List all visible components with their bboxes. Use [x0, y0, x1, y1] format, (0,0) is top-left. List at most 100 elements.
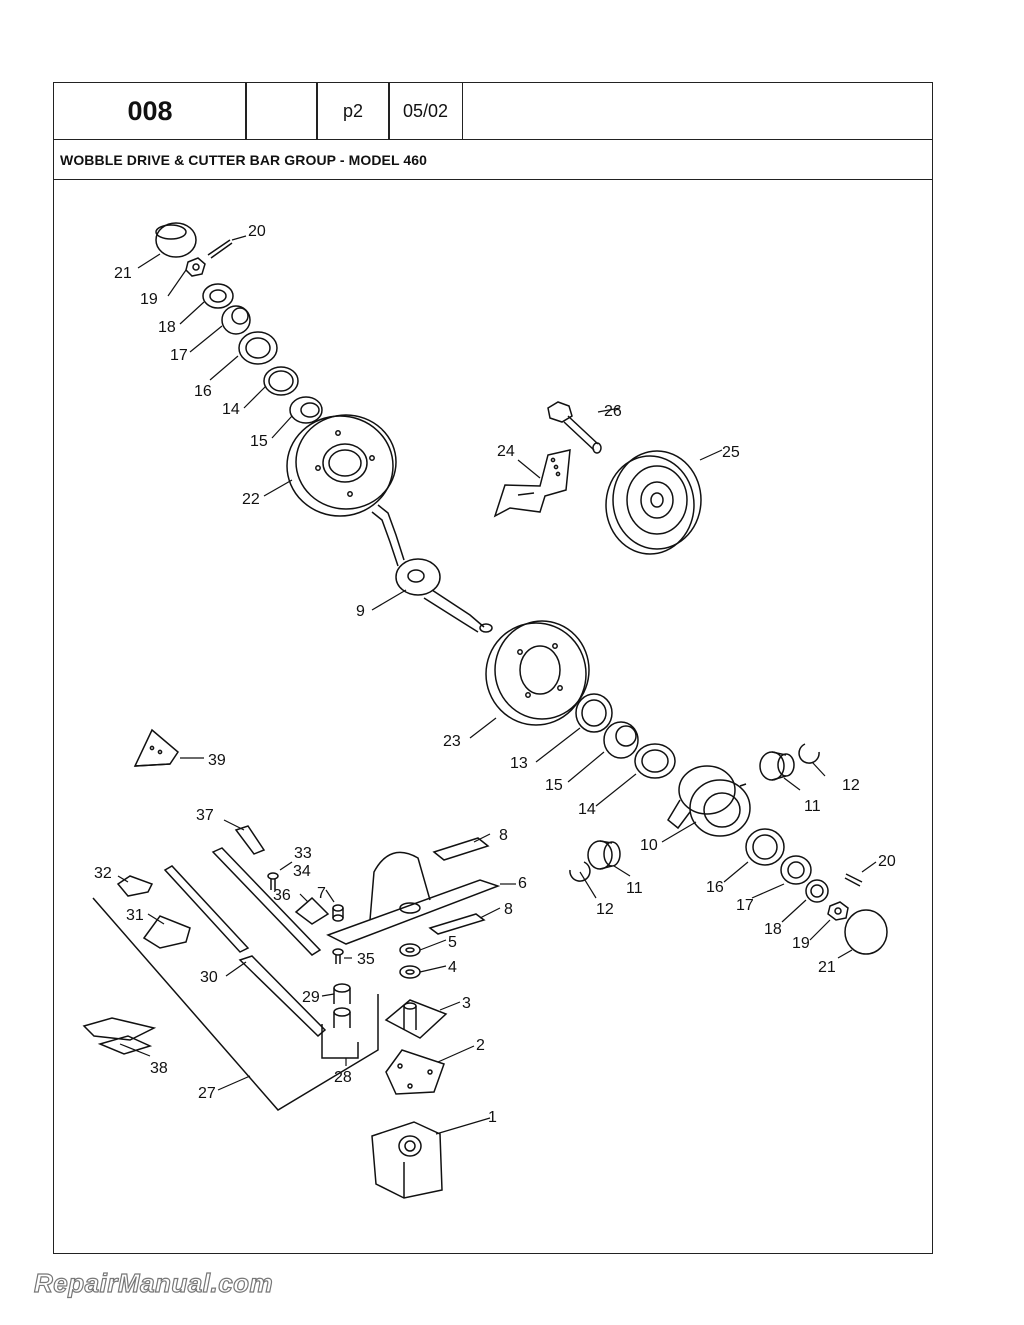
bushing-29	[333, 983, 351, 1004]
seal-14-upper	[263, 366, 299, 396]
cotter-pin-20-lower	[844, 873, 863, 887]
pitman-yoke-6	[326, 851, 501, 945]
cutter-bar-27	[92, 897, 379, 1111]
callout-16-lower: 16	[706, 879, 724, 896]
snap-ring-12-lower	[569, 861, 591, 882]
washer-4	[399, 965, 421, 979]
bolt-35	[332, 948, 344, 964]
cap-21-lower	[844, 909, 888, 955]
callout-8-upper: 8	[499, 827, 508, 844]
callout-3: 3	[462, 995, 471, 1012]
bolt-34	[267, 872, 279, 890]
shim-8-upper	[432, 837, 490, 861]
callout-12-upper: 12	[842, 777, 860, 794]
knife-head-32	[116, 875, 154, 897]
carriage-bolt-26	[547, 401, 602, 454]
callout-17-lower: 17	[736, 897, 754, 914]
callout-19-lower: 19	[792, 935, 810, 952]
callout-12-lower: 12	[596, 901, 614, 918]
bearing-cup-18-lower	[805, 879, 829, 903]
wobble-shaft-9	[371, 504, 493, 633]
wear-plate-31	[142, 915, 191, 949]
cap-21-upper	[155, 222, 197, 258]
callout-26: 26	[604, 403, 622, 420]
bushing-11-lower	[587, 840, 621, 870]
bearing-cup-13	[575, 693, 613, 733]
leader-lines	[117, 235, 877, 1135]
callout-24: 24	[497, 443, 515, 460]
nut-19-upper	[185, 257, 206, 277]
callout-18-lower: 18	[764, 921, 782, 938]
washer-5	[399, 943, 421, 957]
callout-30: 30	[200, 969, 218, 986]
callout-22: 22	[242, 491, 260, 508]
callout-14-lower: 14	[578, 801, 596, 818]
wobble-plate-23	[485, 620, 590, 726]
shim-8-lower	[428, 913, 486, 935]
callout-20-upper: 20	[248, 223, 266, 240]
pin-7	[332, 904, 344, 922]
wobble-housing-10	[667, 765, 751, 837]
pulley-25	[605, 450, 702, 555]
callout-35: 35	[357, 951, 375, 968]
bracket-28-frame	[321, 1024, 359, 1059]
callout-18-upper: 18	[158, 319, 176, 336]
bearing-cone-17-lower	[780, 855, 812, 885]
callout-6: 6	[518, 875, 527, 892]
callout-7: 7	[317, 885, 326, 902]
wobble-plate-22	[286, 414, 397, 517]
snap-ring-12-upper	[798, 743, 820, 764]
callout-36: 36	[273, 887, 291, 904]
callout-8-lower: 8	[504, 901, 513, 918]
diagram-frame	[53, 82, 933, 1254]
mounting-bracket-1	[371, 1121, 443, 1199]
callout-21-upper: 21	[114, 265, 132, 282]
callout-21-lower: 21	[818, 959, 836, 976]
bearing-cone-17-upper	[221, 305, 251, 335]
callout-2: 2	[476, 1037, 485, 1054]
knife-section-39	[133, 728, 179, 767]
callout-38: 38	[150, 1060, 168, 1077]
callout-25: 25	[722, 444, 740, 461]
callout-29: 29	[302, 989, 320, 1006]
bearing-cup-16-lower	[745, 828, 785, 866]
guard-38	[82, 1017, 157, 1055]
callout-9: 9	[356, 603, 365, 620]
plate-36	[294, 896, 330, 925]
callout-15-lower: 15	[545, 777, 563, 794]
callout-14-upper: 14	[222, 401, 240, 418]
callout-33: 33	[294, 845, 312, 862]
bearing-cone-15-upper	[289, 396, 323, 424]
callout-15-upper: 15	[250, 433, 268, 450]
callout-10: 10	[640, 837, 658, 854]
callout-37: 37	[196, 807, 214, 824]
bushing-11-upper	[759, 751, 795, 781]
callout-31: 31	[126, 907, 144, 924]
callout-27: 27	[198, 1085, 216, 1102]
callout-5: 5	[448, 934, 457, 951]
callout-13: 13	[510, 755, 528, 772]
callout-1: 1	[488, 1109, 497, 1126]
callout-20-lower: 20	[878, 853, 896, 870]
bushing-28	[333, 1007, 351, 1028]
callout-32: 32	[94, 865, 112, 882]
callout-34: 34	[293, 863, 311, 880]
cotter-pin-20-upper	[207, 239, 233, 259]
clip-37	[234, 825, 266, 855]
bracket-24	[493, 449, 571, 518]
bearing-cone-15-lower	[603, 721, 639, 759]
callout-11-lower: 11	[626, 880, 643, 897]
nut-19-lower	[827, 901, 849, 921]
callout-23: 23	[443, 733, 461, 750]
callout-28: 28	[334, 1069, 352, 1086]
bearing-cup-16-upper	[238, 331, 278, 365]
watermark-logo: RepairManual.com	[33, 1267, 274, 1298]
callout-39: 39	[208, 752, 226, 769]
bearing-cup-18-upper	[202, 283, 234, 309]
callout-11-upper: 11	[804, 798, 821, 815]
callout-16-upper: 16	[194, 383, 212, 400]
knife-back-30-b	[211, 847, 327, 1038]
callout-17-upper: 17	[170, 347, 188, 364]
seal-14-lower	[634, 743, 676, 779]
